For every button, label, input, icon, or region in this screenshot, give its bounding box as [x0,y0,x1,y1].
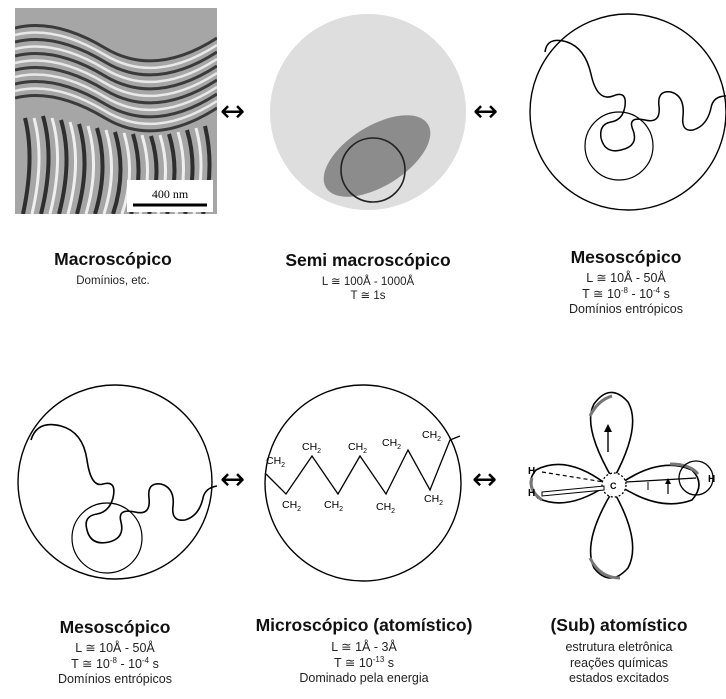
mesoscopic-circle-top [527,10,726,215]
mesoscopic-circle-bottom [13,380,217,585]
caption-mesoscopic-top: Mesoscópico L ≅ 10Å - 50Å T ≅ 10-8 - 10-… [526,246,726,318]
caption-line: estrutura eletrônica [516,640,722,656]
caption-title: Macroscópico [10,248,216,270]
atom-label-h: H [528,488,535,499]
caption-line: L ≅ 1Å - 3Å [226,640,502,656]
caption-title: (Sub) atomístico [516,614,722,636]
macroscopic-micrograph: 400 nm [15,8,217,214]
atom-label-h: H [708,474,715,485]
semi-macroscopic-circle [267,10,469,215]
atom-label-c: C [610,481,617,491]
caption-line: L ≅ 10Å - 50Å [526,271,726,287]
caption-line: Domínios, etc. [10,274,216,288]
caption-title: Mesoscópico [526,246,726,268]
caption-semi-macroscopic: Semi macroscópico L ≅ 100Å - 1000Å T ≅ 1… [258,249,478,303]
arrow-icon: ↔ [472,465,497,495]
caption-subatomic: (Sub) atomístico estrutura eletrônica re… [516,614,722,687]
caption-macroscopic: Macroscópico Domínios, etc. [10,248,216,288]
caption-line: L ≅ 100Å - 1000Å [258,275,478,289]
caption-line: T ≅ 1s [258,289,478,303]
arrow-icon: ↔ [473,97,498,127]
caption-line: Domínios entrópicos [10,672,220,688]
caption-title: Semi macroscópico [258,249,478,271]
microscopic-chain-circle: CH2 CH2 CH2 CH2 CH2 CH2 CH2 CH2 CH2 [262,382,464,585]
caption-line: T ≅ 10-8 - 10-4 s [10,657,220,673]
caption-line: Domínios entrópicos [526,302,726,318]
caption-line: estados excitados [516,671,722,687]
caption-line: T ≅ 10-13 s [226,656,502,672]
scale-bar-label: 400 nm [152,187,189,201]
caption-line: Dominado pela energia [226,671,502,687]
arrow-icon: ↔ [220,465,245,495]
caption-line: reações químicas [516,656,722,672]
atom-label-h: H [528,466,535,477]
caption-mesoscopic-bottom: Mesoscópico L ≅ 10Å - 50Å T ≅ 10-8 - 10-… [10,616,220,688]
atomic-orbital-drawing: H H H C [520,382,724,587]
caption-line: L ≅ 10Å - 50Å [10,641,220,657]
caption-line: T ≅ 10-8 - 10-4 s [526,287,726,303]
caption-title: Mesoscópico [10,616,220,638]
caption-title: Microscópico (atomístico) [226,614,502,636]
arrow-icon: ↔ [220,97,245,127]
caption-microscopic: Microscópico (atomístico) L ≅ 1Å - 3Å T … [226,614,502,687]
